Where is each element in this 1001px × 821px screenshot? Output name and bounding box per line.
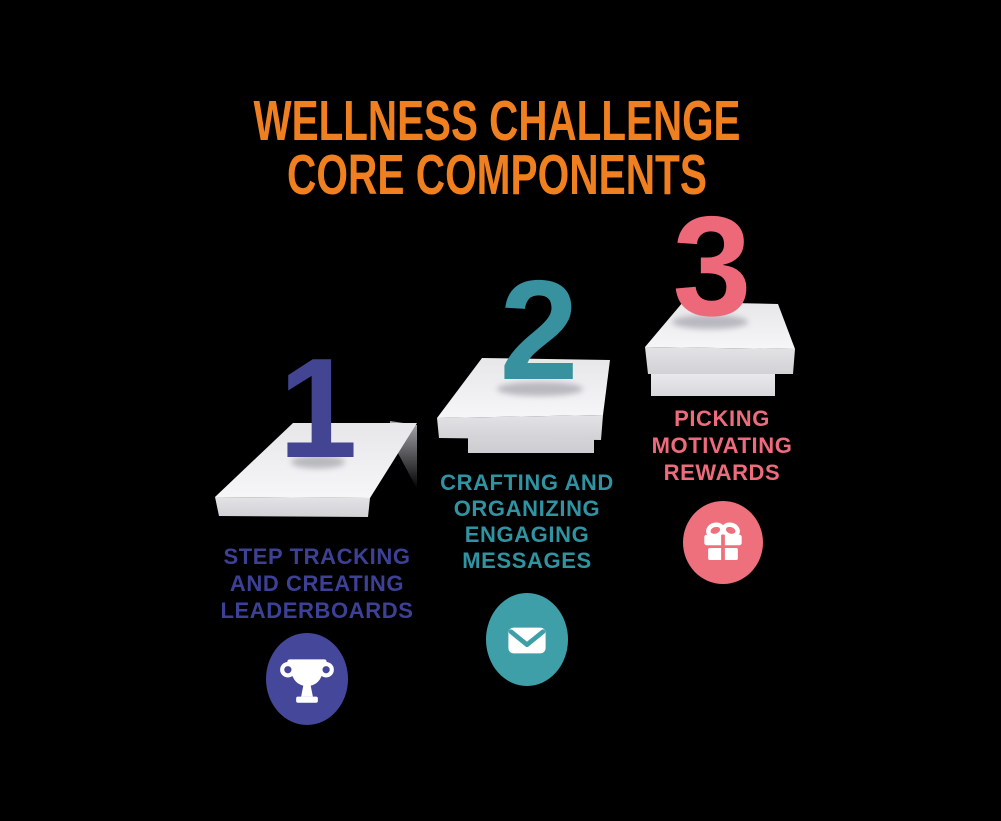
podium-3 — [645, 302, 795, 396]
step-2-label-line: MESSAGES — [462, 548, 592, 573]
step-2-label: CRAFTING AND ORGANIZING ENGAGING MESSAGE… — [397, 470, 657, 574]
step-2-number: 2 — [499, 251, 579, 410]
podium-2-pedestal — [468, 436, 594, 453]
podium-3-pedestal — [651, 370, 775, 396]
step-1-badge — [266, 633, 348, 725]
step-3-badge — [683, 501, 763, 584]
podium-1-front-face — [215, 497, 370, 517]
podium-1 — [215, 421, 417, 517]
number-2-shadow — [497, 382, 583, 396]
step-3-number: 3 — [672, 187, 752, 346]
trophy-icon — [280, 659, 334, 703]
step-2-label-line: ORGANIZING — [453, 496, 601, 521]
envelope-icon — [508, 627, 546, 653]
step-3-label: PICKING MOTIVATING REWARDS — [592, 405, 852, 486]
title-line-1: WELLNESS CHALLENGE — [254, 89, 741, 153]
step-2-badge — [486, 593, 568, 686]
step-1-number: 1 — [278, 329, 358, 488]
number-3-shadow — [672, 315, 748, 329]
title-line-2: CORE COMPONENTS — [287, 143, 707, 207]
podium-2 — [437, 358, 610, 453]
step-3-label-line: REWARDS — [663, 460, 781, 485]
page-title: WELLNESS CHALLENGE CORE COMPONENTS — [254, 89, 741, 207]
step-1-label: STEP TRACKING AND CREATING LEADERBOARDS — [187, 543, 447, 624]
step-1-label-line: LEADERBOARDS — [220, 598, 414, 623]
gift-icon — [704, 521, 742, 560]
step-3-label-line: MOTIVATING — [651, 433, 793, 458]
podium-2-front-face — [437, 415, 603, 440]
step-2-label-line: ENGAGING — [464, 522, 590, 547]
step-1-label-line: STEP TRACKING — [223, 544, 411, 569]
step-1-label-line: AND CREATING — [229, 571, 405, 596]
step-3-label-line: PICKING — [674, 406, 770, 431]
step-2-label-line: CRAFTING AND — [440, 470, 614, 495]
podium-3-front-face — [645, 347, 795, 374]
number-1-shadow — [291, 455, 345, 469]
